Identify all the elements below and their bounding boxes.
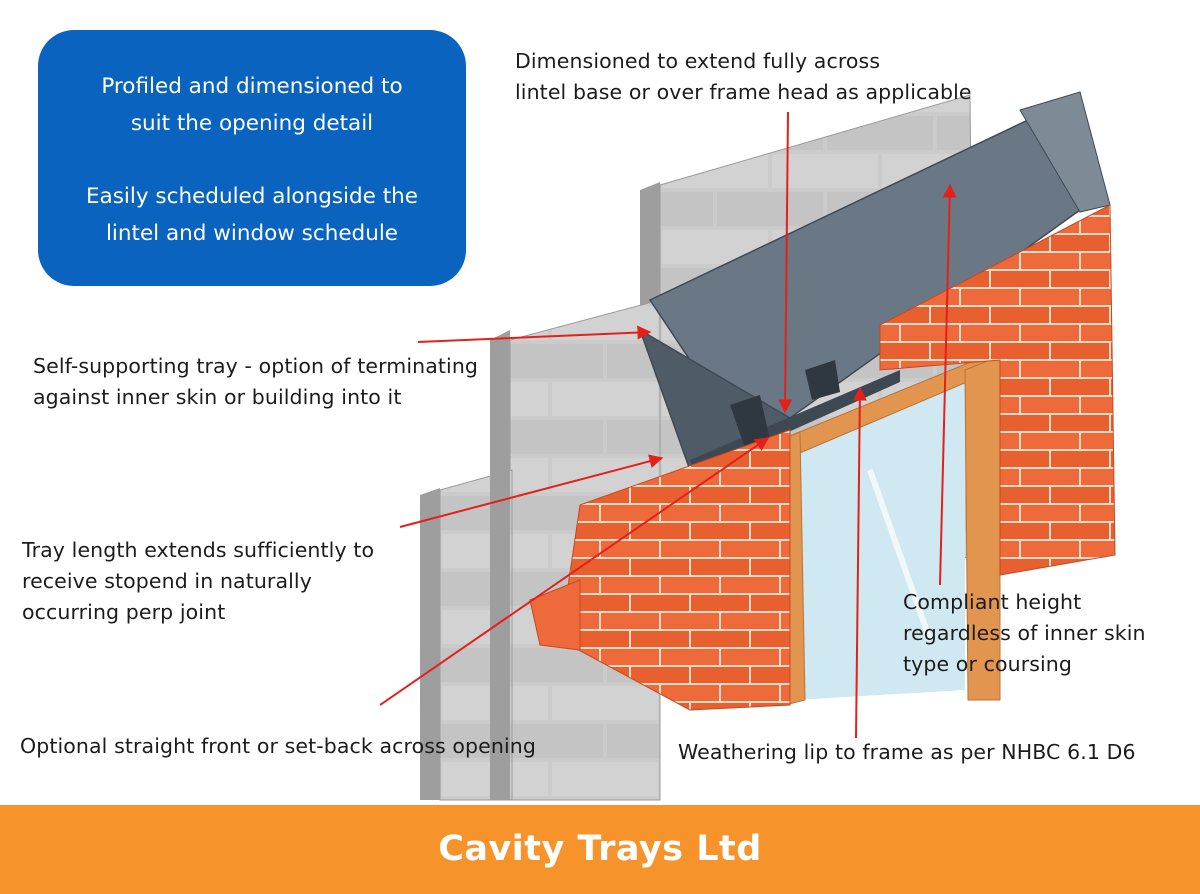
callout-arrows — [379, 111, 957, 739]
callout-optional-front: Optional straight front or set-back acro… — [20, 734, 536, 758]
info-box-line-2: Easily scheduled alongside the lintel an… — [85, 184, 419, 246]
info-box-line-1: Profiled and dimensioned to suit the ope… — [101, 74, 403, 136]
window-frame — [779, 349, 1001, 706]
arrow-weathering-lip — [852, 386, 867, 739]
arrow-top — [778, 111, 793, 414]
callout-tray-length: Tray length extends sufficiently to rece… — [22, 538, 375, 624]
callout-compliant-height: Compliant height regardless of inner ski… — [903, 590, 1146, 676]
diagram-stage: Profiled and dimensioned to suit the ope… — [20, 30, 1146, 801]
arrow-tray-length — [399, 454, 664, 528]
callout-top: Dimensioned to extend fully across linte… — [515, 49, 972, 104]
info-box: Profiled and dimensioned to suit the ope… — [38, 30, 466, 286]
footer-banner: Cavity Trays Ltd — [0, 805, 1200, 894]
company-name: Cavity Trays Ltd — [438, 829, 762, 869]
callout-self-supporting: Self-supporting tray - option of termina… — [33, 354, 479, 409]
arrow-optional-front — [379, 437, 770, 706]
arrow-self-supporting — [417, 325, 652, 343]
callout-weathering-lip: Weathering lip to frame as per NHBC 6.1 … — [678, 740, 1136, 764]
outer-brickwork — [529, 204, 1116, 711]
arrow-compliant-height — [939, 183, 957, 586]
cavity-tray-illustration — [379, 91, 1116, 801]
